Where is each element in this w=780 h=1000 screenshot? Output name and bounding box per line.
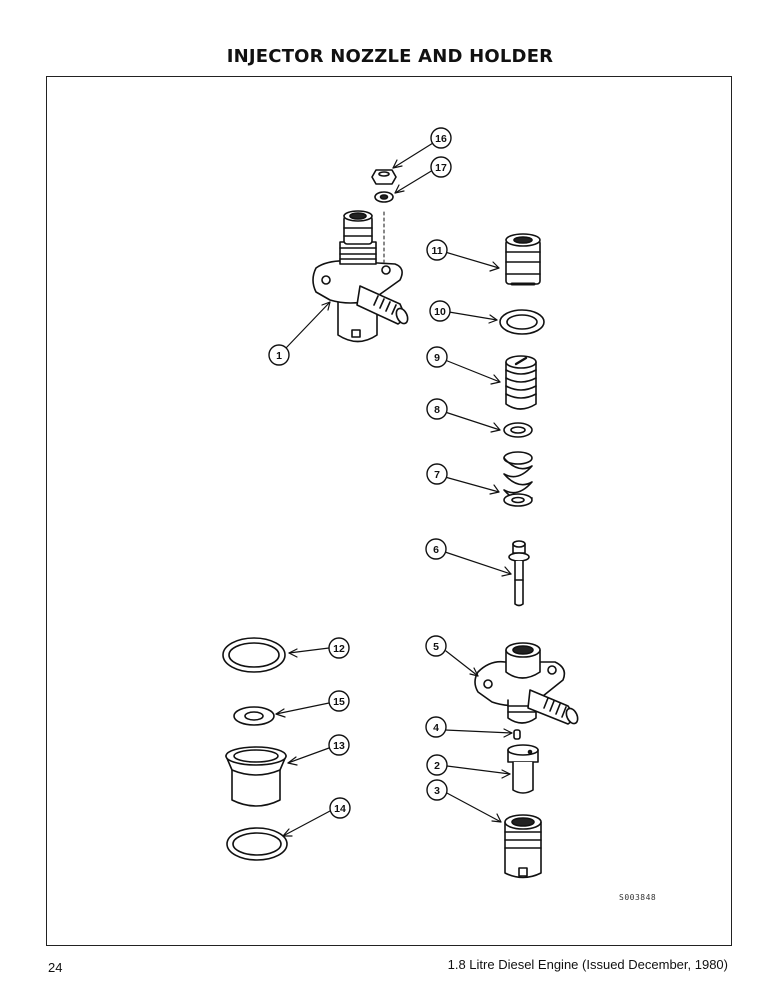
part-2-nozzle xyxy=(507,744,539,794)
callout-12: 12 xyxy=(328,637,350,659)
callout-13: 13 xyxy=(328,734,350,756)
callout-15: 15 xyxy=(328,690,350,712)
callout-8: 8 xyxy=(426,398,448,420)
part-17-washer xyxy=(374,191,394,203)
svg-text:14: 14 xyxy=(334,803,346,815)
svg-text:2: 2 xyxy=(434,760,440,772)
callout-6: 6 xyxy=(425,538,447,560)
svg-text:6: 6 xyxy=(433,544,439,556)
figure-frame xyxy=(46,76,732,946)
part-16-nut xyxy=(371,169,397,185)
figure-reference-code: S003848 xyxy=(619,893,657,902)
svg-text:7: 7 xyxy=(434,469,440,481)
page-footer: 1.8 Litre Diesel Engine (Issued December… xyxy=(447,957,728,972)
svg-text:9: 9 xyxy=(434,352,440,364)
svg-text:17: 17 xyxy=(435,162,447,174)
callout-14: 14 xyxy=(329,797,351,819)
page-title: INJECTOR NOZZLE AND HOLDER xyxy=(226,46,554,67)
page-number: 24 xyxy=(48,960,63,975)
part-7-spring xyxy=(503,451,533,507)
svg-text:16: 16 xyxy=(435,133,447,145)
svg-text:4: 4 xyxy=(433,722,439,734)
leader-lines xyxy=(275,142,513,837)
part-5-holder-body xyxy=(474,642,579,725)
part-13-sleeve xyxy=(225,746,287,807)
svg-text:15: 15 xyxy=(333,696,345,708)
part-6-spindle xyxy=(508,540,530,607)
part-4-dowel xyxy=(513,729,521,740)
svg-text:8: 8 xyxy=(434,404,440,416)
svg-text:10: 10 xyxy=(434,306,446,318)
svg-text:5: 5 xyxy=(433,641,439,653)
callout-17: 17 xyxy=(430,156,452,178)
part-12-sealing-ring xyxy=(222,637,286,673)
svg-text:1: 1 xyxy=(276,350,282,362)
part-injector-holder-assembly xyxy=(312,210,409,343)
callout-10: 10 xyxy=(429,300,451,322)
callout-labels: 16 17 11 10 1 9 8 7 6 12 5 15 4 13 2 3 1… xyxy=(268,127,452,819)
part-14-sealing-ring xyxy=(226,827,288,861)
callout-9: 9 xyxy=(426,346,448,368)
callout-4: 4 xyxy=(425,716,447,738)
callout-1: 1 xyxy=(268,344,290,366)
callout-7: 7 xyxy=(426,463,448,485)
part-9-spring xyxy=(505,355,537,410)
callout-5: 5 xyxy=(425,635,447,657)
svg-text:11: 11 xyxy=(431,245,442,257)
callout-16: 16 xyxy=(430,127,452,149)
part-11-cap-nut xyxy=(505,233,541,286)
part-15-washer xyxy=(233,706,275,726)
part-8-shim xyxy=(503,422,533,438)
callout-2: 2 xyxy=(426,754,448,776)
part-3-nozzle-nut xyxy=(504,814,542,879)
svg-text:3: 3 xyxy=(434,785,440,797)
svg-text:13: 13 xyxy=(333,740,345,752)
callout-3: 3 xyxy=(426,779,448,801)
callout-11: 11 xyxy=(426,239,448,261)
part-10-washer xyxy=(499,309,545,335)
svg-text:12: 12 xyxy=(333,643,345,655)
